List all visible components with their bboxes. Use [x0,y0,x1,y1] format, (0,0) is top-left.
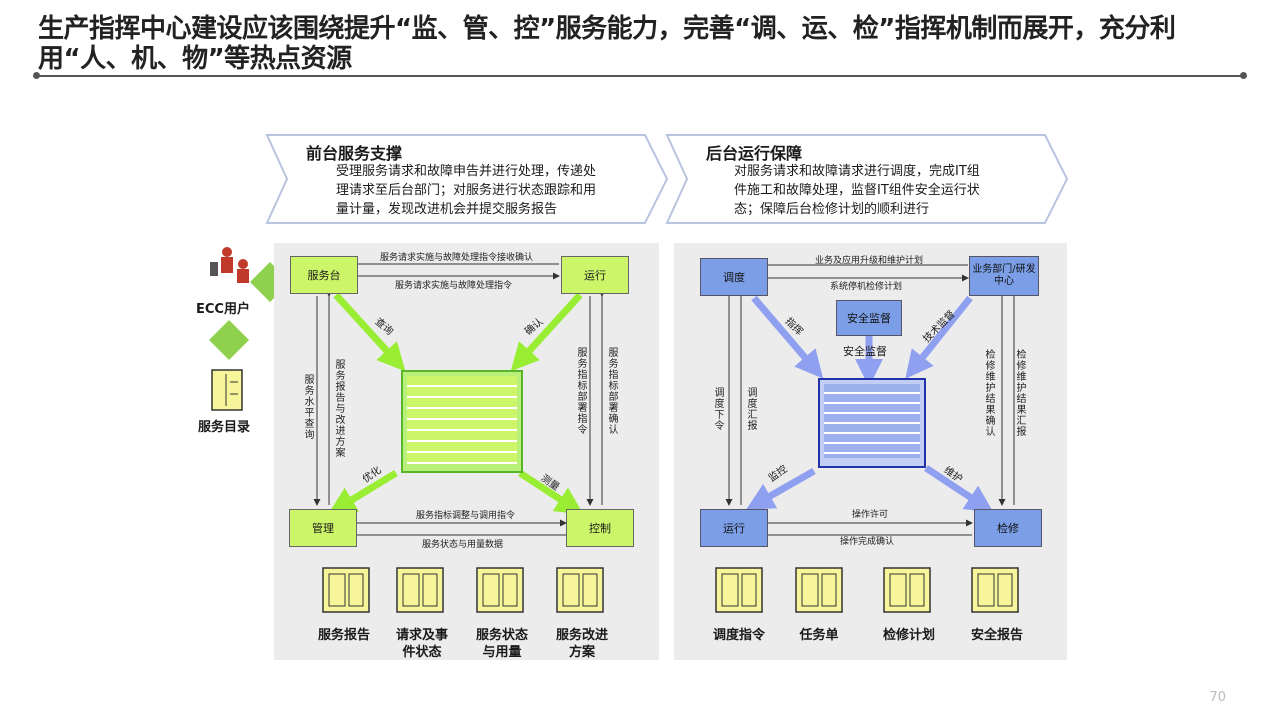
front-desc-line: 受理服务请求和故障申告并进行处理，传递处 [336,164,597,179]
title-divider [36,75,1244,77]
left-doc-icons [322,567,604,613]
right-center-service-map [818,378,926,468]
service-catalog-label: 服务目录 [198,420,251,435]
document-icon [795,567,843,613]
front-banner-title: 前台服务支撑 [306,144,403,163]
back-desc-line: 对服务请求和故障请求进行调度，完成IT组 [734,164,980,179]
left-diagram-lines [313,260,606,539]
flow-label: 服务状态与用量数据 [422,540,504,550]
front-banner-desc: 受理服务请求和故障申告并进行处理，传递处 理请求至后台部门；对服务进行状态跟踪和… [336,162,656,219]
maintain-box: 检修 [974,509,1042,547]
flow-label: 服务指标部署指令 [577,348,588,436]
doc-label: 检修计划 [882,628,935,643]
flow-label: 调度汇报 [747,388,758,432]
service-catalog-icon [211,369,243,411]
flow-label: 调度下令 [714,388,725,432]
document-icon [715,567,763,613]
back-desc-line: 态；保障后台检修计划的顺利进行 [734,202,930,217]
flow-label: 检修维护结果汇报 [1016,350,1027,438]
doc-label: 请求及事件状态 [395,628,448,660]
flow-label: 操作许可 [852,510,889,520]
doc-label: 服务改进方案 [555,628,608,660]
flow-label: 服务报告与改进方案 [335,360,346,459]
divider-dot-left [33,72,40,79]
control-box: 控制 [566,509,634,547]
divider-dot-right [1240,72,1247,79]
security-caption: 安全监督 [843,345,887,358]
ecc-user-label: ECC用户 [196,302,250,317]
document-icon [971,567,1019,613]
front-desc-line: 量计量，发现改进机会并提交服务报告 [336,202,558,217]
right-doc-icons [715,567,1019,613]
business-box: 业务部门/研发中心 [969,256,1039,296]
management-box: 管理 [289,509,357,547]
doc-label: 调度指令 [712,628,765,643]
flow-label: 服务请求实施与故障处理指令接收确认 [380,253,534,263]
document-icon [476,567,524,613]
flow-label: 操作完成确认 [840,537,895,547]
flow-label: 检修维护结果确认 [985,350,996,438]
doc-label: 服务报告 [317,628,370,643]
page-title: 生产指挥中心建设应该围绕提升“监、管、控”服务能力，完善“调、运、检”指挥机制而… [38,14,1176,74]
doc-label: 服务状态与用量 [475,628,528,660]
flow-label: 系统停机检修计划 [830,282,903,292]
banner-arrows [265,134,1069,224]
flow-label: 服务水平查询 [304,375,315,441]
flow-label: 服务指标调整与调用指令 [416,511,516,521]
run-box: 运行 [700,509,768,547]
front-desc-line: 理请求至后台部门；对服务进行状态跟踪和用 [336,183,597,198]
flow-label: 业务及应用升级和维护计划 [815,256,924,266]
doc-label: 安全报告 [970,628,1023,643]
dispatch-box: 调度 [700,258,768,296]
back-banner-title: 后台运行保障 [706,144,803,163]
left-center-service-map [401,370,523,473]
flow-label: 服务指标部署确认 [608,348,619,436]
document-icon [883,567,931,613]
flow-label: 服务请求实施与故障处理指令 [395,281,513,291]
page-number: 70 [1209,690,1226,705]
diamond-icon [209,320,249,360]
security-box: 安全监督 [836,300,902,336]
right-diagram-lines [725,261,1018,539]
document-icon [556,567,604,613]
back-desc-line: 件施工和故障处理，监督IT组件安全运行状 [734,183,980,198]
operation-box: 运行 [561,256,629,294]
user-icon [210,247,249,283]
back-banner-shape [665,134,1069,224]
service-desk-box: 服务台 [290,256,358,294]
doc-label: 任务单 [799,628,839,643]
document-icon [322,567,370,613]
document-icon [396,567,444,613]
back-banner-desc: 对服务请求和故障请求进行调度，完成IT组 件施工和故障处理，监督IT组件安全运行… [734,162,1054,219]
front-banner-shape [265,134,669,224]
